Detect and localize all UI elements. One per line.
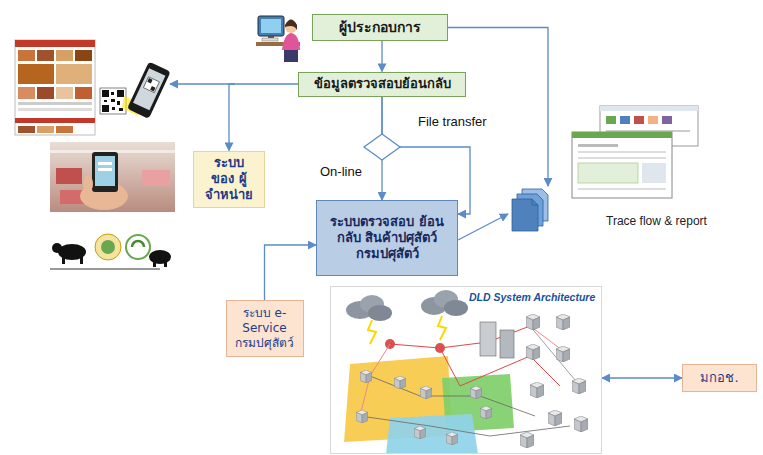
actor-box: ผู้ประกอบการ xyxy=(312,14,448,41)
agency-box: มกอช. xyxy=(682,364,757,392)
operator-icon xyxy=(256,16,300,62)
document-node: Trace flow & report xyxy=(508,186,722,234)
connector-arrow xyxy=(458,214,508,240)
logo-row xyxy=(50,234,171,270)
node-text: ระบบ ของ ผู้จำหน่าย xyxy=(202,155,256,204)
network-drawing xyxy=(330,286,592,454)
connector-arrow xyxy=(229,84,298,151)
website-screenshot xyxy=(15,40,95,135)
caption-text: DLD System Architecture xyxy=(467,291,597,304)
data-box: ข้อมูลตรวจสอบย้อนกลับ xyxy=(298,72,466,97)
connector-arrow xyxy=(448,28,548,187)
architecture-panel: DLD System Architecture xyxy=(330,286,602,454)
edge-label: File transfer xyxy=(416,114,489,130)
document-stack xyxy=(512,189,548,231)
phone-icon xyxy=(127,62,171,119)
shopping-photo xyxy=(50,142,175,212)
process-box: ระบบตรวจสอบ ย้อนกลับ สินค้าปศุสัตว์ กรมป… xyxy=(316,200,458,276)
system-box: ระบบ e-Service กรมปศุสัตว์ xyxy=(226,300,304,357)
system-box: ระบบ ของ ผู้จำหน่าย xyxy=(193,151,265,208)
qr-code xyxy=(100,88,126,114)
node-text: ผู้ประกอบการ xyxy=(339,19,421,37)
node-text: ระบบตรวจสอบ ย้อนกลับ สินค้าปศุสัตว์ กรมป… xyxy=(327,214,447,263)
leader-arrow xyxy=(170,83,235,84)
report-screenshot xyxy=(572,106,698,198)
caption-text: Trace flow & report xyxy=(606,214,707,229)
connector-arrow xyxy=(265,245,317,300)
connector-arrow xyxy=(381,41,382,72)
node-text: มกอช. xyxy=(700,370,738,386)
connector-arrow xyxy=(602,377,682,378)
node-text: ข้อมูลตรวจสอบย้อนกลับ xyxy=(314,76,451,92)
edge-label: On-line xyxy=(318,164,364,180)
node-text: ระบบ e-Service กรมปศุสัตว์ xyxy=(232,306,298,351)
